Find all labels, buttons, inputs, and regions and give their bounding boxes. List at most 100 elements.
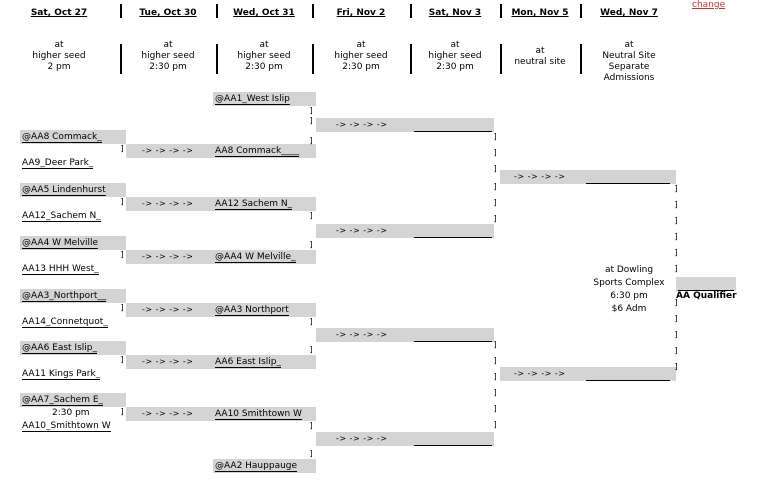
advance-arrows: -> -> -> -> — [336, 120, 388, 129]
bracket-mark: ] — [309, 421, 313, 430]
header-date: Sat, Nov 3 — [428, 8, 482, 18]
advance-band — [316, 118, 494, 132]
winner-slot — [414, 224, 492, 238]
column-separator — [216, 4, 218, 18]
bracket-mark: ] — [674, 184, 678, 193]
advance-band — [500, 367, 676, 381]
advance-arrows: -> -> -> -> — [142, 409, 194, 418]
bracket-mark: ] — [309, 106, 313, 115]
column-separator — [312, 4, 314, 18]
column-separator — [312, 44, 314, 74]
qualifier-slot — [678, 277, 734, 291]
bracket-mark: ] — [309, 449, 313, 458]
bracket-mark: ] — [674, 216, 678, 225]
bracket-mark: ] — [674, 362, 678, 371]
bracket-mark: ] — [493, 164, 497, 173]
bracket-mark: ] — [674, 248, 678, 257]
bracket-mark: ] — [120, 355, 124, 364]
advance-band — [316, 328, 494, 342]
round2-team: @AA1_West Islip — [213, 92, 316, 106]
bracket-mark: ] — [493, 132, 497, 141]
bracket-mark: ] — [493, 214, 497, 223]
header-date: Sat, Oct 27 — [30, 8, 88, 18]
column-separator — [120, 4, 122, 18]
advance-arrows: -> -> -> -> — [142, 199, 194, 208]
bracket-mark: ] — [309, 317, 313, 326]
header-date: Mon, Nov 5 — [511, 8, 569, 18]
winner-slot — [414, 432, 492, 446]
bracket-mark: ] — [493, 356, 497, 365]
final-venue-info: at Dowling Sports Complex 6:30 pm $6 Adm — [593, 265, 665, 314]
column-separator — [500, 4, 502, 18]
bracket-mark: ] — [493, 388, 497, 397]
advance-band — [500, 170, 676, 184]
column-separator — [580, 44, 582, 74]
header-date: Tue, Oct 30 — [139, 8, 197, 18]
advance-arrows: -> -> -> -> — [142, 305, 194, 314]
header-date: Fri, Nov 2 — [336, 8, 386, 18]
header-subtitle: at higher seed 2:30 pm — [428, 40, 482, 72]
advance-arrows: -> -> -> -> — [514, 369, 566, 378]
round1-team: @AA5 Lindenhurst — [20, 183, 126, 197]
bracket-mark: ] — [674, 346, 678, 355]
bracket-mark: ] — [493, 148, 497, 157]
header-subtitle: at neutral site — [514, 46, 566, 67]
qualifier-label: AA Qualifier — [676, 291, 737, 301]
column-separator — [580, 4, 582, 18]
round1-team: AA11 Kings Park_ — [22, 369, 101, 380]
round1-team: @AA6 East Islip_ — [20, 341, 126, 355]
round1-team: AA10_Smithtown W — [22, 421, 111, 432]
round2-team: AA12 Sachem N_ — [213, 197, 311, 211]
winner-slot — [586, 170, 670, 184]
header-subtitle: at higher seed 2:30 pm — [141, 40, 195, 72]
advance-arrows: -> -> -> -> — [142, 146, 194, 155]
advance-arrows: -> -> -> -> — [336, 434, 388, 443]
bracket-mark: ] — [493, 420, 497, 429]
bracket-mark: ] — [674, 232, 678, 241]
bracket-mark: ] — [309, 116, 313, 125]
round1-team: @AA4 W Melville — [20, 236, 126, 250]
advance-arrows: -> -> -> -> — [336, 330, 388, 339]
round2-team: @AA4 W Melville_ — [213, 250, 311, 264]
round1-team: AA9_Deer Park_ — [22, 158, 94, 169]
header-subtitle: at higher seed 2:30 pm — [334, 40, 388, 72]
winner-slot — [414, 328, 492, 342]
round1-team: @AA8 Commack_ — [20, 130, 126, 144]
round1-team: AA13 HHH West_ — [22, 264, 99, 275]
winner-slot — [414, 118, 492, 132]
qualifier-band — [676, 277, 736, 291]
bracket-mark: ] — [493, 372, 497, 381]
header-subtitle: at higher seed 2:30 pm — [237, 40, 291, 72]
column-separator — [410, 4, 412, 18]
bracket-mark: ] — [674, 314, 678, 323]
bracket-mark: ] — [493, 404, 497, 413]
bracket-mark: ] — [120, 144, 124, 153]
column-separator — [120, 44, 122, 74]
header-date: Wed, Nov 7 — [600, 8, 658, 18]
round2-team: @AA3 Northport — [213, 303, 311, 317]
column-separator — [410, 44, 412, 74]
change-link[interactable]: change — [692, 0, 726, 10]
bracket-mark: ] — [309, 211, 313, 220]
header-subtitle: at higher seed 2 pm — [32, 40, 86, 72]
bracket-mark: ] — [120, 303, 124, 312]
bracket-mark: ] — [309, 345, 313, 354]
advance-band — [316, 432, 494, 446]
bracket-mark: ] — [120, 250, 124, 259]
header-date: Wed, Oct 31 — [233, 8, 295, 18]
round2-team: @AA2 Hauppauge — [213, 459, 316, 473]
bracket-mark: ] — [120, 407, 124, 416]
round2-team: AA10 Smithtown W — [213, 407, 311, 421]
bracket-mark: ] — [674, 264, 678, 273]
round2-team: AA8 Commack____ — [213, 144, 311, 158]
bracket-mark: ] — [493, 182, 497, 191]
round1-team: AA14_Connetquot_ — [22, 317, 108, 328]
advance-arrows: -> -> -> -> — [514, 172, 566, 181]
advance-band — [316, 224, 494, 238]
advance-arrows: -> -> -> -> — [142, 357, 194, 366]
round1-team: @AA7_Sachem E_ — [20, 393, 126, 407]
bracket-mark: ] — [674, 330, 678, 339]
bracket-mark: ] — [120, 197, 124, 206]
bracket-mark: ] — [309, 136, 313, 145]
advance-arrows: -> -> -> -> — [142, 252, 194, 261]
